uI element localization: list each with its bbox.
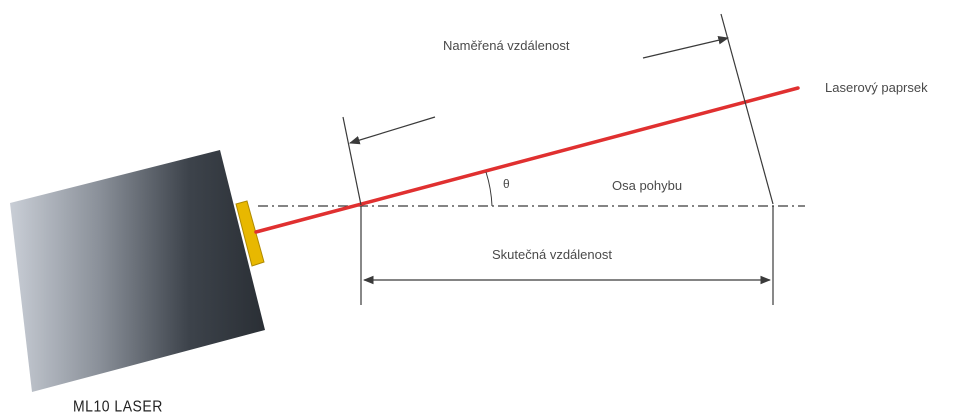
- true-distance-label: Skutečná vzdálenost: [492, 247, 612, 262]
- measured-arrow-left: [348, 116, 436, 145]
- laser-beam-line: [254, 86, 800, 234]
- measured-distance-label: Naměřená vzdálenost: [443, 38, 570, 53]
- angle-arc: [485, 171, 493, 207]
- laser-aperture: [235, 200, 265, 267]
- laser-beam-label: Laserový paprsek: [825, 80, 928, 95]
- axis-of-motion-label: Osa pohybu: [612, 178, 683, 193]
- device-label: ML10 LASER: [73, 397, 163, 415]
- measured-arrow-right: [642, 36, 730, 59]
- angle-label: θ: [503, 177, 510, 191]
- measured-extension-left: [342, 116, 362, 206]
- measured-extension-right: [720, 13, 774, 205]
- laser-head-body: [10, 150, 265, 392]
